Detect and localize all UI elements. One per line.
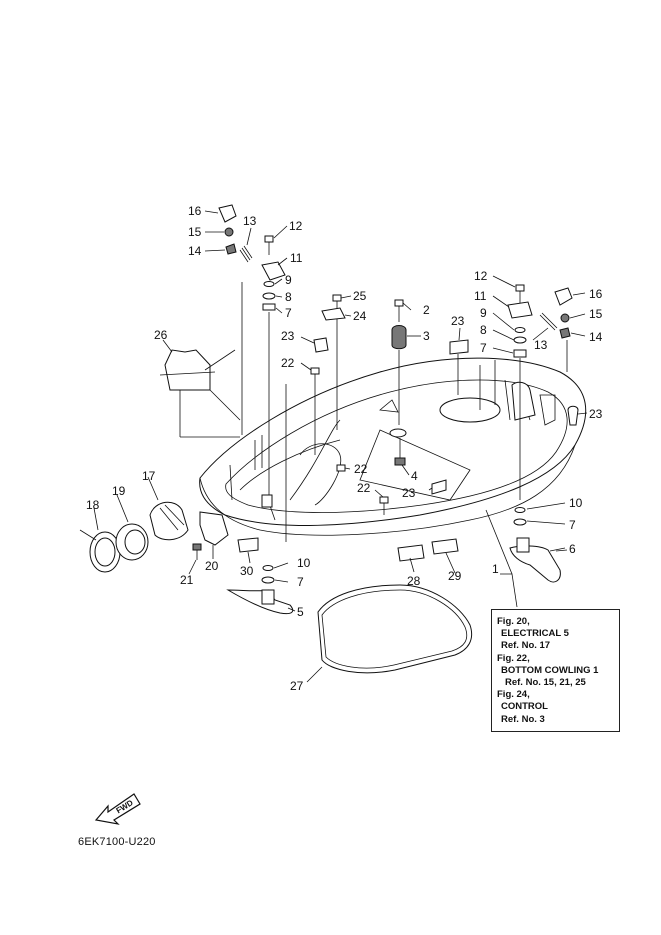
callout-8a: 8 [285,290,292,304]
callout-30: 30 [240,564,254,578]
callout-28: 28 [407,574,421,588]
reference-notes-box: Fig. 20, ELECTRICAL 5 Ref. No. 17 Fig. 2… [491,609,620,732]
ref-fig-20: Fig. 20, [497,616,530,627]
callout-10a: 10 [569,496,583,510]
ref-fig-24: Fig. 24, [497,689,530,701]
callout-20: 20 [205,559,219,573]
callouts: 16 15 14 13 12 11 9 8 7 25 24 2 3 23 22 … [86,204,603,693]
diagram-code: 6EK7100-U220 [78,836,156,848]
ref-section-22: BOTTOM COWLING 1 [501,664,599,676]
grommet-17 [149,501,189,541]
ref-section-20: ELECTRICAL 5 [501,628,569,640]
callout-26: 26 [154,328,168,342]
callout-9b: 9 [480,306,487,320]
callout-22b: 22 [354,462,368,476]
callout-15b: 15 [589,307,603,321]
callout-17: 17 [142,469,156,483]
leader-lines [93,210,588,683]
clamp-18 [79,529,121,573]
callout-1: 1 [492,562,499,576]
ref-fig-22: Fig. 22, [497,652,530,664]
callout-8b: 8 [480,323,487,337]
bolt-21 [192,543,202,560]
cover-6 [509,545,561,583]
callout-14a: 14 [188,244,202,258]
callout-7b: 7 [480,341,487,355]
callout-14b: 14 [589,330,603,344]
callout-10b: 10 [297,556,311,570]
center-parts [310,294,579,515]
callout-19: 19 [112,484,126,498]
callout-24: 24 [353,309,367,323]
callout-25: 25 [353,289,367,303]
bottom-cowling [199,357,587,536]
callout-12a: 12 [289,219,303,233]
callout-29: 29 [448,569,462,583]
callout-22a: 22 [281,356,295,370]
callout-9a: 9 [285,273,292,287]
callout-27: 27 [290,679,304,693]
callout-15a: 15 [188,225,202,239]
callout-13a: 13 [243,214,257,228]
callout-7a: 7 [285,306,292,320]
callout-23c: 23 [402,486,416,500]
callout-21: 21 [180,573,194,587]
right-parts-stack [507,284,573,526]
seal-19 [115,523,149,561]
holder-26 [159,349,236,391]
callout-23d: 23 [589,407,603,421]
ref-no-20: Ref. No. 17 [501,640,551,652]
callout-7c: 7 [569,518,576,532]
left-parts-stack [218,204,286,495]
callout-5: 5 [297,605,304,619]
callout-16b: 16 [589,287,603,301]
callout-7d: 7 [297,575,304,589]
callout-6: 6 [569,542,576,556]
callout-11b: 11 [474,289,487,303]
callout-22c: 22 [357,481,371,495]
callout-16a: 16 [188,204,202,218]
ref-section-24: CONTROL [501,701,548,713]
ref-no-24: Ref. No. 3 [501,713,545,725]
callout-18: 18 [86,498,100,512]
callout-3: 3 [423,329,430,343]
cover-5 [226,589,294,615]
callout-12b: 12 [474,269,488,283]
gasket [317,584,473,674]
label-30 [237,537,259,553]
callout-2: 2 [423,303,430,317]
label-28 [397,544,425,562]
callout-23b: 23 [451,314,465,328]
bracket-20 [199,511,229,546]
callout-4: 4 [411,469,418,483]
label-29 [431,538,459,555]
callout-23a: 23 [281,329,295,343]
ref-no-22: Ref. No. 15, 21, 25 [505,677,586,689]
fwd-arrow-icon: FWD [94,793,141,825]
callout-11a: 11 [290,251,303,265]
callout-13b: 13 [534,338,548,352]
